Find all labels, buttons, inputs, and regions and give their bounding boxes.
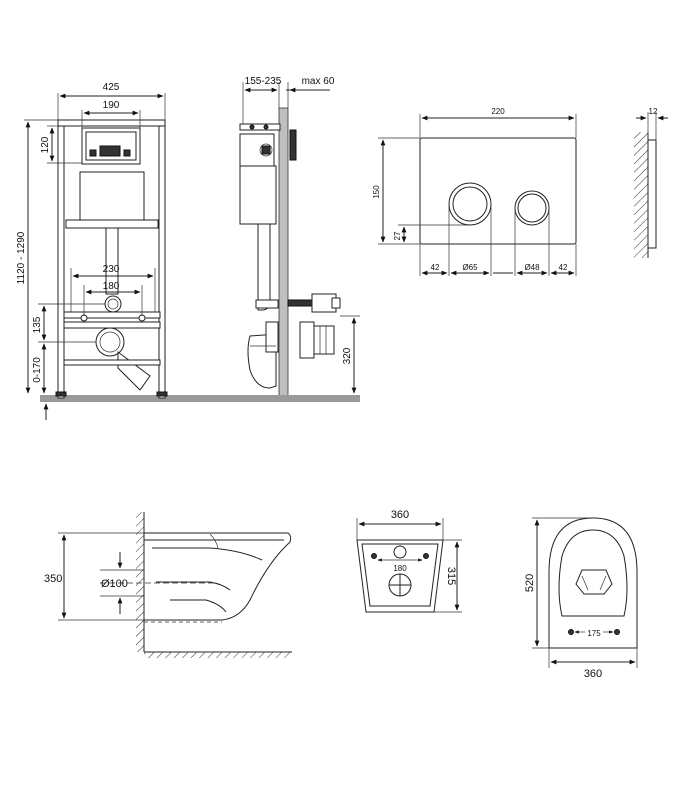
drain-elbow: [117, 351, 151, 391]
bowl-drain-shape: [575, 569, 613, 595]
frame-side-view: 155-235 max 60 320: [232, 76, 360, 402]
dim-front-135: 135: [32, 316, 43, 333]
wall-hatch: [634, 132, 648, 258]
bowl-body: [143, 532, 292, 621]
mount-hole-right-icon: [423, 553, 429, 559]
dim-back-width: 360: [391, 509, 409, 521]
dim-plate-offset: 27: [393, 231, 402, 240]
dim-plate-button-small: Ø48: [524, 263, 540, 272]
mount-hole-left-icon: [371, 553, 377, 559]
dim-plate-margin-left: 42: [431, 263, 440, 272]
dim-top-holes: 175: [587, 629, 601, 638]
dim-front-width: 425: [103, 82, 120, 93]
flush-plate-front: 220 150 27 42 Ø65 Ø48 42: [372, 107, 577, 276]
seat-hole-left-icon: [568, 629, 574, 635]
plate-side-profile: [647, 139, 657, 249]
dim-top-length: 520: [524, 574, 536, 592]
dim-front-top-height: 120: [40, 136, 51, 153]
water-inlet: [104, 295, 122, 313]
flush-plate-side: 12: [634, 107, 668, 258]
bowl-top-view: 520 360 175: [524, 517, 638, 680]
frame-front-view: 425 190 120 1120 - 1290 230 180 135 0-17…: [16, 82, 360, 420]
floor-line: [40, 395, 360, 402]
dim-front-230: 230: [103, 264, 120, 275]
dim-bowl-height: 350: [44, 573, 62, 585]
frame-right-rail: [158, 119, 166, 399]
dim-plate-button-large: Ø65: [462, 263, 478, 272]
dim-plate-width: 220: [491, 107, 505, 116]
dim-bowl-outlet: Ø100: [101, 578, 128, 590]
bowl-inner-rim: [558, 529, 628, 617]
water-inlet-hole: [393, 545, 407, 559]
outlet-sleeve: [313, 325, 335, 355]
valve-block: [99, 145, 121, 157]
wall-section: [278, 107, 289, 399]
dim-plate-margin-right: 42: [559, 263, 568, 272]
flush-plate-outline: [419, 137, 577, 245]
dim-side-max: max 60: [302, 76, 335, 87]
dim-plate-thickness: 12: [649, 107, 658, 116]
side-flush-pipe: [257, 223, 271, 311]
dim-top-width: 360: [584, 668, 602, 680]
dim-side-depth: 155-235: [245, 76, 282, 87]
dim-front-top-width: 190: [103, 100, 120, 111]
seat-hole-right-icon: [614, 629, 620, 635]
dim-side-320: 320: [342, 347, 353, 364]
dim-back-height: 315: [445, 567, 457, 585]
dim-back-holes: 180: [393, 564, 407, 573]
side-tank: [239, 165, 277, 225]
dim-front-180: 180: [103, 281, 120, 292]
frame-left-rail: [57, 119, 65, 399]
bowl-side-view: 350 Ø100: [44, 512, 292, 658]
small-flush-button: [514, 190, 550, 226]
frame-top-bar: [57, 119, 166, 127]
dim-plate-height: 150: [372, 185, 381, 199]
bowl-back-view: 360 315 180: [356, 509, 462, 613]
dim-front-total-height: 1120 - 1290: [16, 231, 27, 284]
dim-front-floor: 0-170: [32, 357, 43, 383]
cistern-tank: [79, 171, 145, 223]
